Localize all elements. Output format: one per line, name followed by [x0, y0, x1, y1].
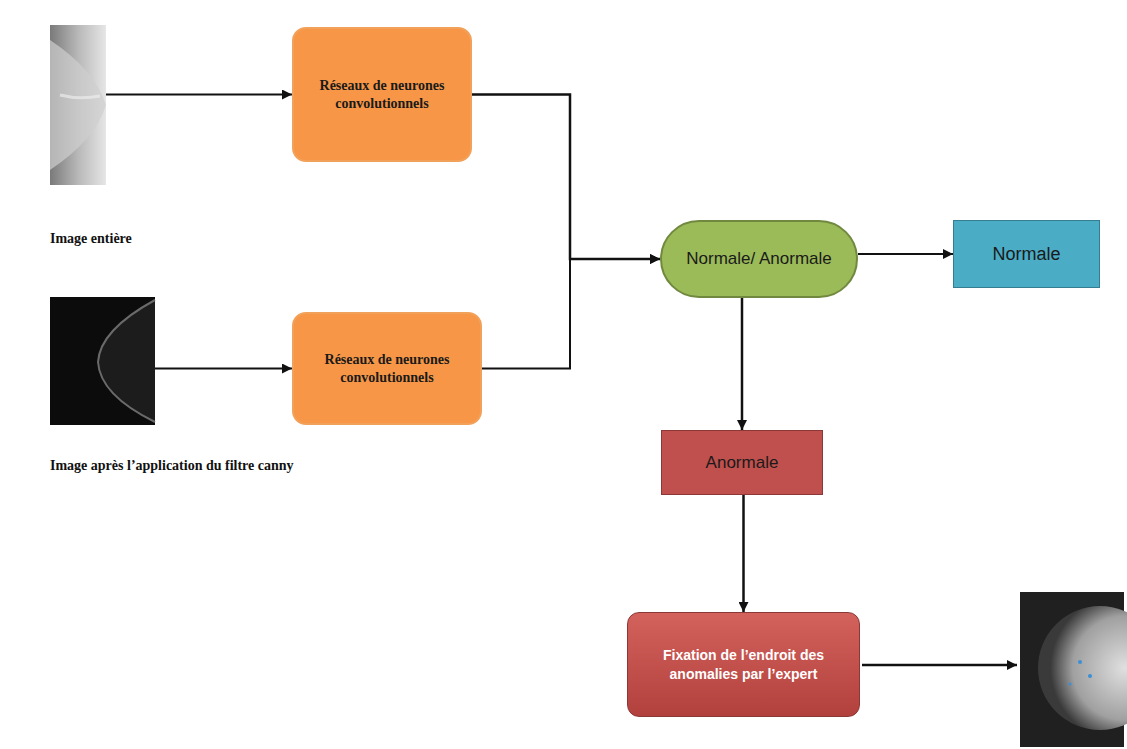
node-text: Normale — [992, 244, 1060, 265]
anomaly-mark — [1078, 660, 1082, 664]
flow-arrow — [858, 253, 953, 255]
decision-box: Normale/ Anormale — [660, 220, 858, 298]
result-image — [1020, 592, 1127, 747]
input-image: Image après l’application du filtre cann… — [50, 297, 155, 425]
node-text: Fixation de l’endroit des anomalies par … — [642, 646, 845, 682]
node-text: Normale/ Anormale — [686, 248, 832, 269]
breast-tissue — [1038, 606, 1127, 730]
canny-image — [50, 297, 155, 425]
flow-arrow — [155, 368, 292, 370]
anomaly-mark — [1088, 674, 1092, 678]
node-text: Anormale — [706, 453, 779, 473]
mammogram-image — [50, 25, 106, 185]
flow-arrow — [482, 259, 660, 369]
image-ground — [50, 25, 106, 185]
flow-arrow — [741, 298, 744, 430]
output-arrow — [862, 664, 1017, 667]
result-box: Normale — [953, 220, 1100, 288]
image-caption: Image après l’application du filtre cann… — [50, 457, 300, 476]
process-box: Fixation de l’endroit des anomalies par … — [627, 612, 860, 717]
image-caption: Image entière — [50, 230, 250, 249]
tissue-streak — [60, 95, 100, 98]
edge-contour — [98, 300, 155, 422]
flow-arrow — [472, 95, 660, 260]
process-box: Réseaux de neurones convolutionnels — [292, 312, 482, 425]
process-box: Réseaux de neurones convolutionnels — [292, 27, 472, 162]
node-text: Réseaux de neurones convolutionnels — [306, 77, 458, 112]
anomaly-mark — [1069, 683, 1072, 686]
image-ground — [50, 297, 155, 425]
flow-arrow — [742, 495, 745, 612]
flow-arrow — [106, 94, 292, 96]
result-box: Anormale — [661, 430, 823, 495]
breast-tissue — [50, 40, 106, 170]
node-text: Réseaux de neurones convolutionnels — [306, 351, 468, 386]
input-image: Image entière — [50, 25, 106, 185]
